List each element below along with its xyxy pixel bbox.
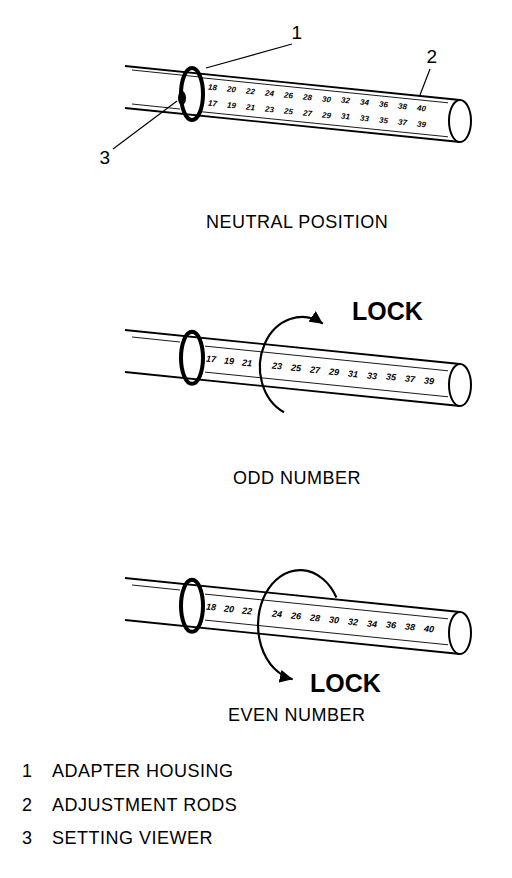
scale-number: 39 (424, 377, 435, 387)
leader-line (206, 44, 292, 68)
scale-number: 27 (310, 365, 321, 375)
rod-end (449, 100, 471, 142)
scale-number: 32 (348, 617, 359, 627)
lock-direction: LOCK (352, 297, 423, 326)
odd-rod (125, 317, 471, 412)
legend-text: ADAPTER HOUSING (52, 761, 234, 782)
scale-number: 37 (405, 375, 416, 385)
leader-line (420, 69, 430, 95)
callout-number: 3 (100, 147, 111, 169)
callout-number: 1 (292, 22, 303, 44)
rod-flat-line (132, 70, 448, 137)
legend-text: 1 (22, 761, 33, 782)
legend-text: ADJUSTMENT RODS (52, 795, 237, 816)
leader-line (113, 101, 177, 149)
neutral-rod (113, 44, 471, 149)
scale-number: 18 (206, 603, 217, 613)
scale-number: 25 (284, 107, 294, 116)
scale-number: 30 (329, 615, 340, 625)
scale-number: 24 (272, 609, 283, 619)
scale-number: 26 (291, 611, 302, 621)
rod-edge (125, 66, 460, 142)
rod-body (125, 66, 460, 142)
scale-number: 19 (227, 101, 237, 110)
scale-number: 28 (310, 613, 321, 623)
scale-number: 20 (224, 605, 235, 615)
scale-number: 19 (224, 357, 235, 367)
callout-number: 2 (427, 46, 438, 68)
even-rod (125, 570, 471, 679)
scale-number: 18 (208, 83, 218, 92)
rod-flat-line (132, 337, 448, 397)
rod-flat-line (132, 585, 448, 645)
legend-text: 2 (22, 795, 33, 816)
scale-number: 17 (206, 355, 217, 365)
scale-number: 36 (386, 621, 397, 631)
scale-number: 26 (284, 91, 294, 100)
scale-number: 29 (322, 111, 332, 120)
scale-number: 25 (291, 363, 302, 373)
scale-number: 34 (367, 619, 378, 629)
lock-direction: LOCK (310, 669, 381, 698)
scale-number: 33 (360, 115, 370, 124)
scale-number: 17 (208, 99, 218, 108)
scale-number: 28 (303, 93, 313, 102)
rod-edge (125, 578, 460, 654)
scale-number: 20 (227, 85, 237, 94)
rod-body (125, 578, 460, 654)
scale-number: 30 (322, 95, 332, 104)
scale-number: 27 (303, 109, 313, 118)
rod-body (125, 330, 460, 406)
scale-number: 22 (242, 606, 253, 616)
rod-end (449, 364, 471, 406)
scale-number: 40 (424, 625, 435, 635)
scale-number: 39 (417, 121, 427, 130)
rod-edge (125, 330, 460, 406)
scale-number: 35 (386, 373, 397, 383)
view-caption: ODD NUMBER (233, 468, 361, 489)
rotation-arrow (260, 317, 323, 412)
legend-text: SETTING VIEWER (52, 828, 213, 849)
scale-number: 35 (379, 117, 389, 126)
scale-number: 40 (417, 105, 427, 114)
scale-number: 38 (405, 623, 416, 633)
scale-number: 31 (341, 113, 351, 122)
scale-number: 29 (329, 367, 340, 377)
scale-number: 34 (360, 99, 370, 108)
scale-number: 32 (341, 97, 351, 106)
scale-number: 23 (265, 105, 275, 114)
scale-number: 22 (246, 87, 256, 96)
view-caption: EVEN NUMBER (228, 705, 366, 726)
scale-number: 36 (379, 101, 389, 110)
scale-number: 38 (398, 103, 408, 112)
scale-number: 21 (242, 358, 253, 368)
scale-number: 23 (272, 361, 283, 371)
setting-viewer (178, 91, 186, 105)
adapter-housing (181, 580, 203, 632)
rotation-arrow (258, 570, 336, 679)
rod-end (449, 612, 471, 654)
scale-number: 24 (265, 89, 275, 98)
adapter-housing (181, 332, 203, 384)
legend-text: 3 (22, 828, 33, 849)
scale-number: 31 (348, 369, 359, 379)
view-caption: NEUTRAL POSITION (206, 212, 388, 233)
scale-number: 37 (398, 119, 408, 128)
scale-number: 21 (246, 103, 256, 112)
scale-number: 33 (367, 371, 378, 381)
